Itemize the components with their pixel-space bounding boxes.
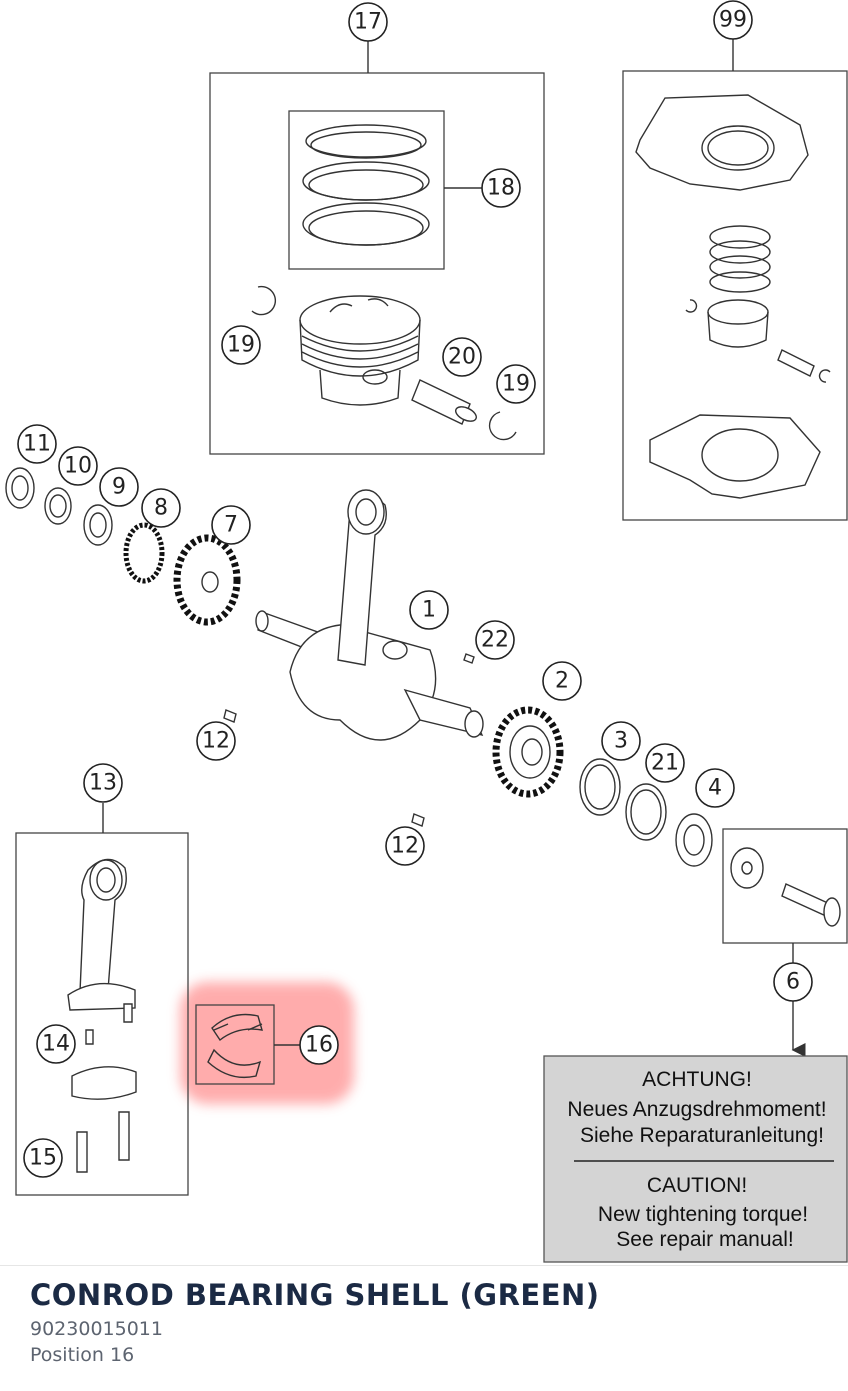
- callout-8[interactable]: 8: [154, 496, 168, 521]
- key-22-drawing: [463, 653, 475, 664]
- callout-17[interactable]: 17: [354, 10, 382, 35]
- conrod-drawing: [67, 858, 137, 1173]
- callout-12-lower[interactable]: 12: [391, 834, 419, 859]
- bolt-kit-box: [722, 828, 848, 944]
- leader-lines: [102, 39, 806, 1057]
- part-info-panel: CONROD BEARING SHELL (GREEN) 90230015011…: [0, 1265, 848, 1391]
- piston-pin-drawing: [411, 379, 477, 425]
- callout-11[interactable]: 11: [23, 432, 51, 457]
- callout-19-right[interactable]: 19: [502, 372, 530, 397]
- callout-21[interactable]: 21: [651, 751, 679, 776]
- crankshaft-drawing: [255, 489, 484, 741]
- key-upper-drawing: [223, 709, 237, 723]
- callout-9[interactable]: 9: [112, 475, 126, 500]
- caution-notice: ACHTUNG! Neues Anzugsdrehmoment! Siehe R…: [543, 1055, 848, 1263]
- callout-13[interactable]: 13: [89, 771, 117, 796]
- callout-3[interactable]: 3: [614, 729, 628, 754]
- circlip-right-drawing: [488, 411, 517, 441]
- conrod-kit-box: [15, 832, 189, 1196]
- gasket-set-drawing: [635, 94, 831, 499]
- piston-rings-drawing: [302, 124, 430, 246]
- callout-10[interactable]: 10: [64, 454, 92, 479]
- callout-16[interactable]: 16: [305, 1033, 333, 1058]
- callout-6[interactable]: 6: [786, 970, 800, 995]
- callout-4[interactable]: 4: [708, 776, 722, 801]
- caution-de-title: ACHTUNG!: [642, 1068, 752, 1091]
- callout-18[interactable]: 18: [487, 176, 515, 201]
- gasket-set-box: [622, 70, 848, 521]
- left-shaft-parts-drawing: [5, 467, 241, 626]
- callout-14[interactable]: 14: [42, 1032, 70, 1057]
- callout-1[interactable]: 1: [422, 598, 436, 623]
- callout-20[interactable]: 20: [448, 345, 476, 370]
- callout-19-left[interactable]: 19: [227, 333, 255, 358]
- callout-22[interactable]: 22: [481, 628, 509, 653]
- callout-99[interactable]: 99: [719, 8, 747, 33]
- caution-en-line2: See repair manual!: [616, 1228, 793, 1251]
- selected-part-highlight: [180, 982, 354, 1104]
- callout-15[interactable]: 15: [29, 1146, 57, 1171]
- circlip-left-drawing: [251, 285, 277, 316]
- piston-drawing: [299, 295, 421, 406]
- caution-de-line2: Siehe Reparaturanleitung!: [580, 1124, 824, 1147]
- caution-de-line1: Neues Anzugsdrehmoment!: [567, 1098, 826, 1121]
- bolt-kit-drawing: [730, 847, 841, 927]
- callout-2[interactable]: 2: [555, 669, 569, 694]
- exploded-parts-diagram: 17 99 18 19 20 19 11 10 9 8 7 1 22 2 12 …: [5, 0, 848, 1263]
- caution-background: [543, 1055, 848, 1263]
- right-shaft-parts-drawing: [492, 706, 713, 867]
- piston-rings-box: [288, 110, 445, 270]
- caution-en-line1: New tightening torque!: [598, 1203, 808, 1226]
- bearing-shell-drawing: [207, 1013, 263, 1079]
- part-position: Position 16: [30, 1344, 135, 1366]
- callout-7[interactable]: 7: [224, 513, 238, 538]
- key-lower-drawing: [411, 813, 425, 827]
- callout-12-upper[interactable]: 12: [202, 729, 230, 754]
- part-number: 90230015011: [30, 1318, 163, 1340]
- part-name: CONROD BEARING SHELL (GREEN): [30, 1278, 600, 1312]
- piston-kit-box: [209, 72, 545, 455]
- caution-en-title: CAUTION!: [647, 1174, 747, 1197]
